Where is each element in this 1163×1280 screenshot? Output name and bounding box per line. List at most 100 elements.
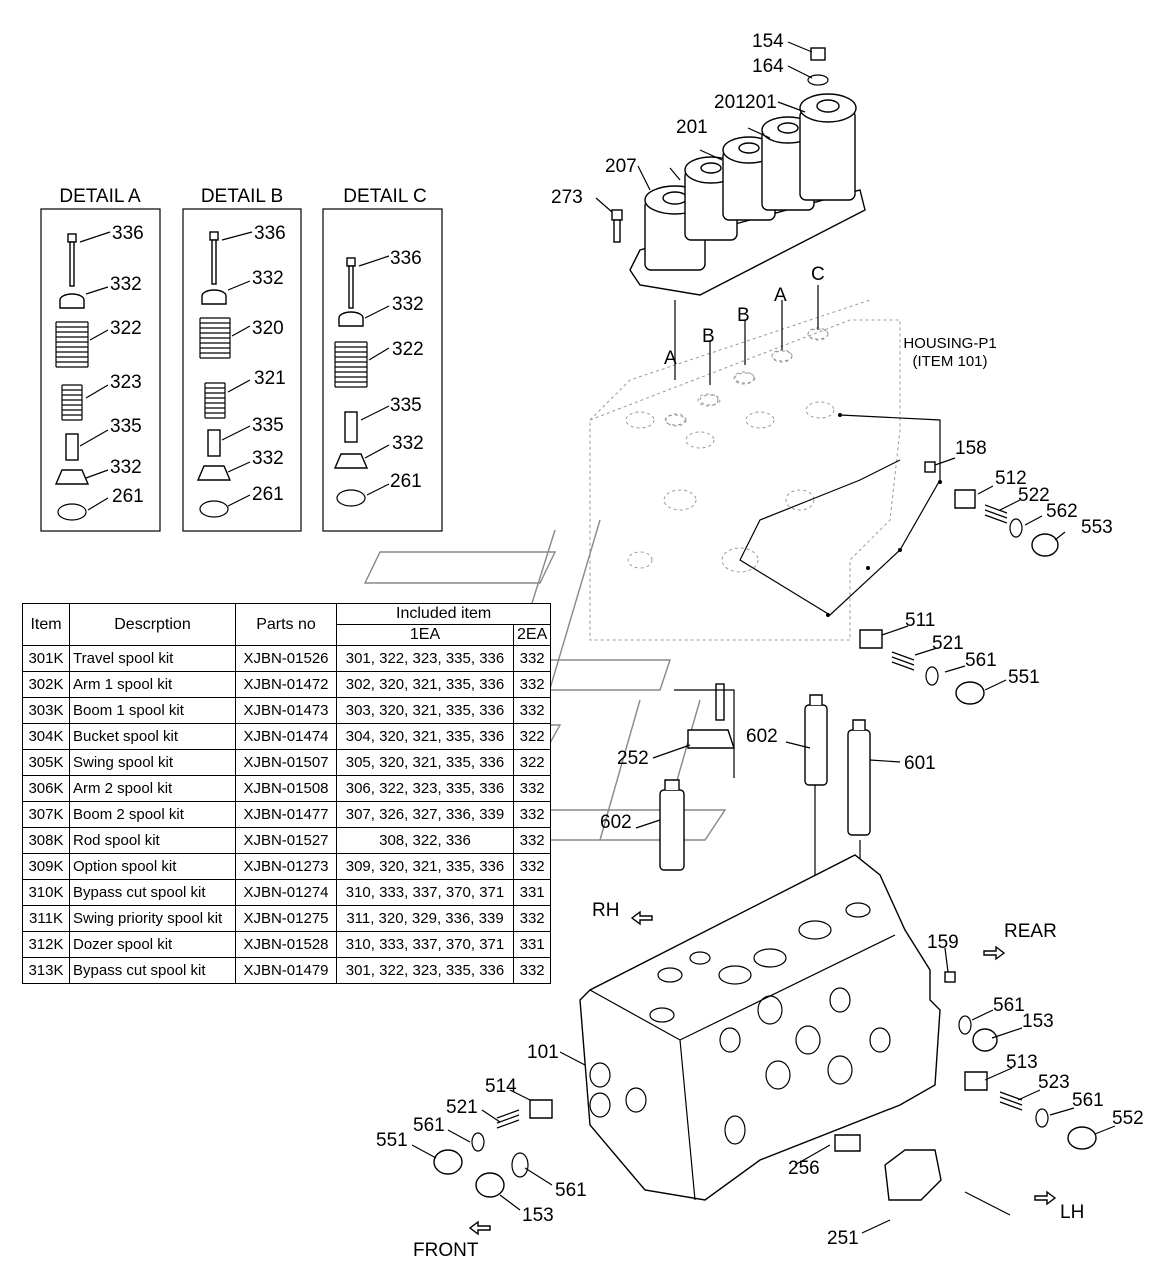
row-parts-no: XJBN-01274: [235, 879, 337, 906]
row-item: 311K: [22, 905, 70, 932]
row-included-2ea: 331: [512, 931, 552, 958]
row-item: 303K: [22, 697, 70, 724]
callout-602-right: 602: [746, 726, 778, 747]
detail-c-callout-5: 332: [392, 433, 424, 454]
callout-521-upper: 521: [932, 633, 964, 654]
row-item: 310K: [22, 879, 70, 906]
header-2ea: 2EA: [512, 624, 552, 646]
row-included-1ea: 304, 320, 321, 335, 336: [336, 723, 514, 750]
row-parts-no: XJBN-01507: [235, 749, 337, 776]
row-included-1ea: 302, 320, 321, 335, 336: [336, 671, 514, 698]
header-included-item: Included item: [335, 603, 552, 625]
row-included-2ea: 332: [512, 775, 552, 802]
row-description: Bypass cut spool kit: [69, 879, 236, 906]
row-parts-no: XJBN-01472: [235, 671, 337, 698]
detail-a-callout-1: 336: [112, 223, 144, 244]
row-included-2ea: 332: [512, 957, 552, 984]
callout-201-low: 201: [676, 117, 708, 138]
header-description: Descrption: [69, 603, 236, 646]
callout-273: 273: [551, 187, 583, 208]
row-included-2ea: 331: [512, 879, 552, 906]
detail-a-callout-7: 261: [112, 486, 144, 507]
callout-562: 562: [1046, 501, 1078, 522]
detail-b-callout-3: 320: [252, 318, 284, 339]
row-included-2ea: 332: [512, 827, 552, 854]
detail-c-callout-2: 332: [392, 294, 424, 315]
row-item: 313K: [22, 957, 70, 984]
row-parts-no: XJBN-01479: [235, 957, 337, 984]
detail-a-callout-6: 332: [110, 457, 142, 478]
row-included-2ea: 322: [512, 749, 552, 776]
row-included-2ea: 332: [512, 905, 552, 932]
callout-561-upper: 561: [965, 650, 997, 671]
detail-c-callout-4: 335: [390, 395, 422, 416]
callout-561-lower-2: 561: [555, 1180, 587, 1201]
detail-a-callout-4: 323: [110, 372, 142, 393]
housing-note-line1: HOUSING-P1: [903, 335, 996, 352]
detail-b-callout-7: 261: [252, 484, 284, 505]
row-included-1ea: 309, 320, 321, 335, 336: [336, 853, 514, 880]
row-item: 307K: [22, 801, 70, 828]
solenoid-cover-assembly: [611, 47, 866, 426]
row-parts-no: XJBN-01474: [235, 723, 337, 750]
row-included-1ea: 301, 322, 323, 335, 336: [336, 645, 514, 672]
detail-b-callout-6: 332: [252, 448, 284, 469]
main-valve-body: [579, 854, 941, 1201]
detail-c-callout-6: 261: [390, 471, 422, 492]
detail-b-callout-1: 336: [254, 223, 286, 244]
detail-c-callout-3: 322: [392, 339, 424, 360]
callout-207: 207: [605, 156, 637, 177]
detail-b-callout-5: 335: [252, 415, 284, 436]
callout-514: 514: [485, 1076, 517, 1097]
row-description: Boom 2 spool kit: [69, 801, 236, 828]
row-description: Boom 1 spool kit: [69, 697, 236, 724]
detail-a-callout-2: 332: [110, 274, 142, 295]
direction-rear: REAR: [1004, 921, 1057, 942]
row-item: 304K: [22, 723, 70, 750]
callout-601: 601: [904, 753, 936, 774]
cover-letter-b-left: B: [702, 326, 715, 347]
callout-521-lower: 521: [446, 1097, 478, 1118]
row-description: Arm 1 spool kit: [69, 671, 236, 698]
row-description: Swing spool kit: [69, 749, 236, 776]
detail-c-title: DETAIL C: [343, 186, 426, 207]
leader-lines: [411, 41, 1116, 1234]
callout-164: 164: [752, 56, 784, 77]
row-description: Dozer spool kit: [69, 931, 236, 958]
callout-101: 101: [527, 1042, 559, 1063]
header-parts-no: Parts no: [235, 603, 337, 646]
cover-letter-a-left: A: [664, 348, 677, 369]
row-description: Swing priority spool kit: [69, 905, 236, 932]
row-item: 301K: [22, 645, 70, 672]
detail-a-panel: DETAIL A 336 332 322 323 335 332 261: [40, 186, 161, 532]
detail-a-title: DETAIL A: [59, 186, 141, 207]
callout-561-right-1: 561: [993, 995, 1025, 1016]
cover-letter-a-right: A: [774, 285, 787, 306]
row-description: Bypass cut spool kit: [69, 957, 236, 984]
callout-labels: 154 164 201 201 201 201 207 273 A B B A …: [376, 31, 1144, 1261]
header-item: Item: [22, 603, 70, 646]
detail-b-title: DETAIL B: [201, 186, 283, 207]
callout-159: 159: [927, 932, 959, 953]
row-item: 305K: [22, 749, 70, 776]
callout-511: 511: [905, 610, 935, 631]
row-description: Arm 2 spool kit: [69, 775, 236, 802]
callout-154: 154: [752, 31, 784, 52]
row-item: 306K: [22, 775, 70, 802]
detail-c-callout-1: 336: [390, 248, 422, 269]
callout-158: 158: [955, 438, 987, 459]
row-included-2ea: 332: [512, 801, 552, 828]
callout-201-mid: 201: [714, 92, 746, 113]
direction-front: FRONT: [413, 1240, 479, 1261]
row-included-2ea: 332: [512, 645, 552, 672]
row-parts-no: XJBN-01527: [235, 827, 337, 854]
callout-522: 522: [1018, 485, 1050, 506]
callout-551-upper: 551: [1008, 667, 1040, 688]
housing-note-line2: (ITEM 101): [912, 353, 987, 370]
